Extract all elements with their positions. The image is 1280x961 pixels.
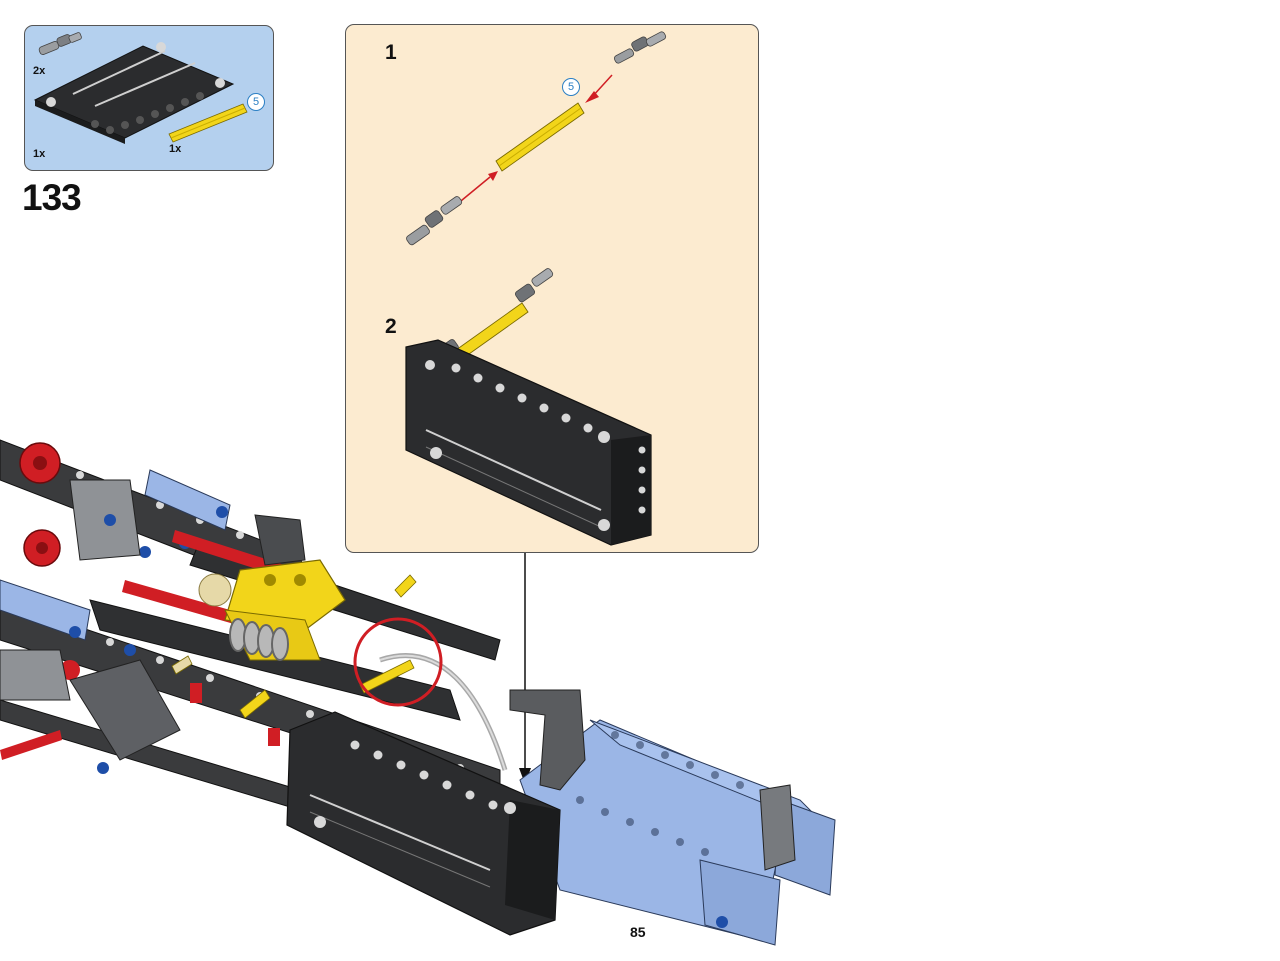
axle-pin-quantity: 2x: [33, 65, 46, 77]
substep-1-number: 1: [385, 41, 397, 64]
page-number: 85: [630, 924, 646, 940]
blue-arm-assembly: [509, 689, 836, 946]
yellow-axle-quantity: 1x: [169, 143, 182, 155]
axle-length-badge: 5: [247, 93, 265, 111]
parts-list-art: [33, 32, 248, 144]
red-arrow-bottom: [455, 176, 491, 206]
parts-list-box: 2x 1x 1x 5: [24, 25, 274, 171]
axle-pin-part: [38, 32, 82, 55]
attached-thin-panel: [286, 711, 561, 936]
step-number: 133: [22, 177, 82, 218]
callout-arrow: [519, 552, 531, 784]
subassembly-callout: 1 5 2: [345, 24, 759, 553]
panel-quantity: 1x: [33, 148, 46, 160]
substep-1-assembly: [406, 31, 667, 246]
yellow-frame-with-spring: [198, 559, 346, 661]
yellow-axles: [171, 574, 417, 719]
flexible-tube: [379, 653, 508, 771]
panel-in-callout: [405, 339, 652, 546]
callout-art: [405, 31, 667, 546]
highlight-circle: [353, 617, 443, 707]
substep-2-assembly: [405, 268, 652, 546]
yellow-axle-part: [168, 103, 248, 143]
panel-mounted-axle: [437, 268, 554, 360]
substep-1-length-badge: 5: [562, 78, 580, 96]
gray-connectors: [0, 479, 306, 761]
thin-panel-part: [33, 42, 235, 144]
bottom-axle-pin: [406, 196, 463, 246]
substep-2-number: 2: [385, 315, 397, 338]
yellow-axle-callout: [495, 102, 585, 172]
top-axle-pin: [613, 31, 667, 64]
